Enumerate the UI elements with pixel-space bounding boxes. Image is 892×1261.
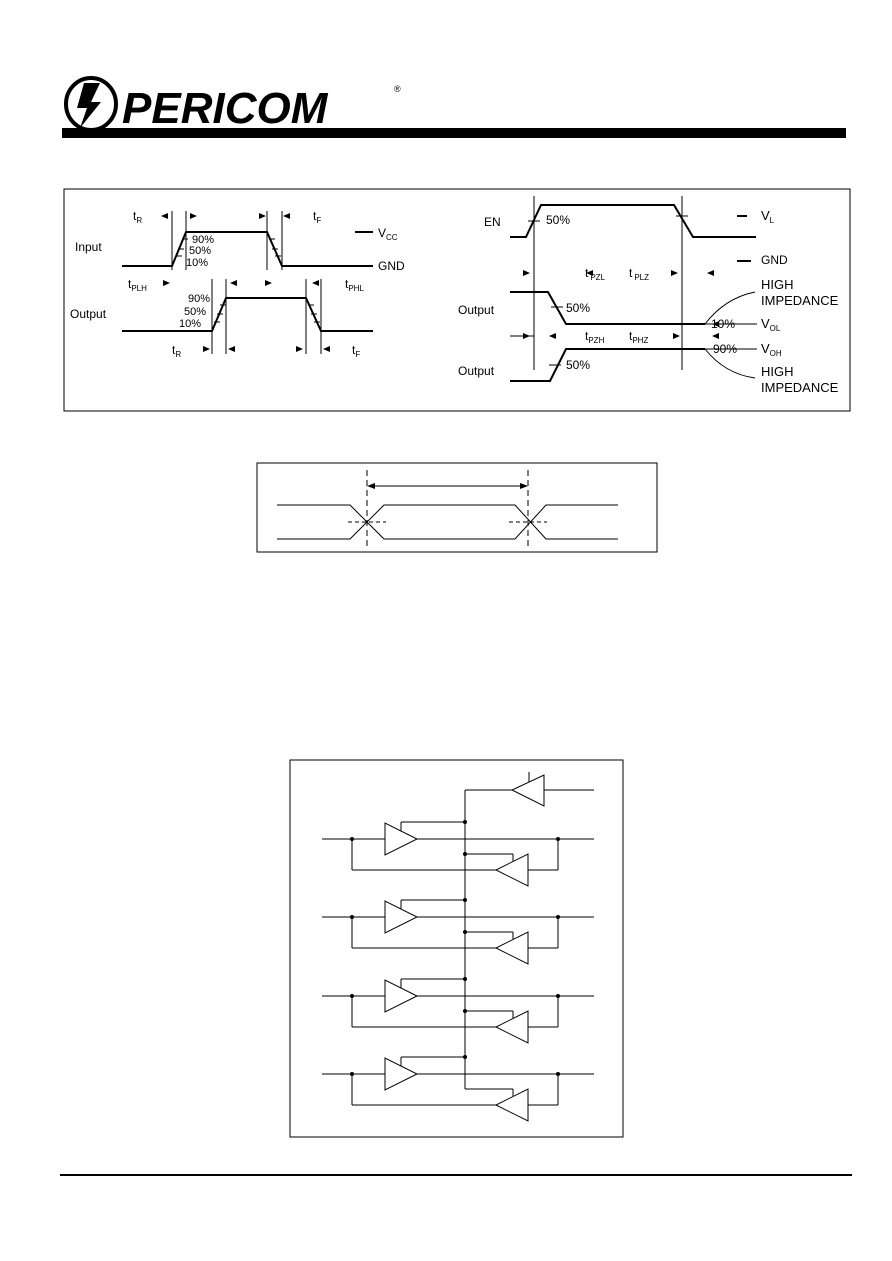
- output1-pct-10: 10%: [711, 317, 735, 331]
- t-rise-bottom: tR: [172, 343, 181, 359]
- output-waveform: [122, 297, 373, 332]
- impedance-label-2: IMPEDANCE: [761, 380, 839, 395]
- output2-pct-90: 90%: [713, 342, 737, 356]
- channel-2: [322, 899, 594, 965]
- t-phl-label: tPHL: [345, 277, 364, 293]
- channel-1: [322, 821, 594, 887]
- output-label-2: Output: [458, 364, 495, 378]
- propagation-labels: Input Output 90% 50% 10% 90% 50% 10% tR …: [70, 209, 405, 359]
- enable-arrowheads: [523, 270, 719, 339]
- vl-label: VL: [761, 208, 775, 225]
- logo-bolt-icon: [77, 83, 101, 128]
- en-waveform: [510, 204, 756, 238]
- vol-label: VOL: [761, 316, 781, 333]
- high-label-1: HIGH: [761, 277, 794, 292]
- buffer-block-diagram: [289, 759, 624, 1138]
- t-phz-label: tPHZ: [629, 329, 648, 345]
- input-pct-50: 50%: [189, 245, 211, 257]
- output1-pct-50: 50%: [566, 301, 590, 315]
- t-fall-bottom: tF: [352, 343, 360, 359]
- output-low-waveform: [510, 291, 705, 325]
- output-pct-10: 10%: [179, 318, 201, 330]
- channel-1-return-buffer-icon: [494, 853, 529, 887]
- t-plh-label: tPLH: [128, 277, 147, 293]
- output-high-waveform: [510, 348, 705, 382]
- gnd-label-right: GND: [761, 253, 788, 267]
- input-waveform: [122, 231, 373, 267]
- block-diagram-frame: [289, 759, 624, 1138]
- brand-wordmark: PERICOM: [122, 84, 329, 133]
- input-label: Input: [75, 240, 102, 254]
- propagation-delay-diagram: [122, 211, 373, 354]
- propagation-arrowheads: [161, 213, 330, 352]
- data-window-arrowheads: [367, 483, 528, 489]
- voh-label: VOH: [761, 341, 782, 358]
- data-eye-lower: [277, 504, 618, 540]
- footer-rule: [60, 1174, 852, 1176]
- t-rise-top: tR: [133, 209, 142, 225]
- en-label: EN: [484, 215, 501, 229]
- registered-mark: ®: [394, 84, 401, 94]
- data-eye-upper: [277, 504, 618, 540]
- output-label-1: Output: [458, 303, 495, 317]
- pericom-logo: PERICOM ®: [64, 76, 401, 133]
- gnd-label-left: GND: [378, 259, 405, 273]
- output-label: Output: [70, 307, 107, 321]
- data-window-frame: [256, 462, 658, 553]
- channel-3: [322, 978, 594, 1044]
- switching-waveforms-frame: [63, 188, 851, 412]
- impedance-label-1: IMPEDANCE: [761, 293, 839, 308]
- input-pct-10: 10%: [186, 257, 208, 269]
- t-fall-top: tF: [313, 209, 321, 225]
- output-pct-50: 50%: [184, 306, 206, 318]
- header-rule: [62, 128, 846, 138]
- t-pzh-label: tPZH: [585, 329, 605, 345]
- channel-4-return-buffer-icon: [494, 1088, 529, 1122]
- en-pct-50: 50%: [546, 213, 570, 227]
- junction-dots: [350, 820, 560, 1076]
- high-label-2: HIGH: [761, 364, 794, 379]
- enable-disable-diagram: [510, 196, 757, 382]
- top-buffer-icon: [510, 774, 545, 807]
- output2-pct-50: 50%: [566, 358, 590, 372]
- channel-4: [322, 1056, 594, 1122]
- channel-2-return-buffer-icon: [494, 931, 529, 965]
- input-pct-90: 90%: [192, 234, 214, 246]
- channel-3-return-buffer-icon: [494, 1010, 529, 1044]
- output-pct-90: 90%: [188, 293, 210, 305]
- vcc-label: VCC: [378, 226, 398, 242]
- data-window-diagram: [256, 462, 658, 553]
